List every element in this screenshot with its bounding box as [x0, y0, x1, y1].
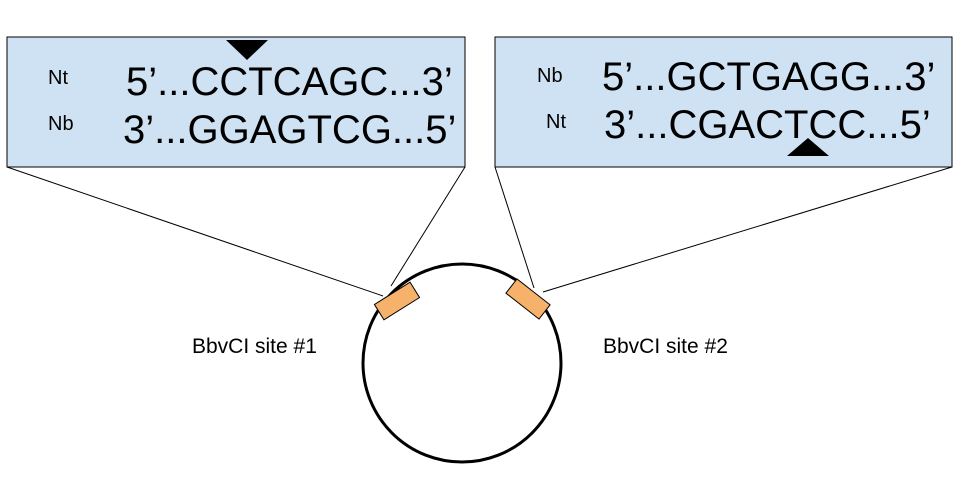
left-top-sequence: 5’...CCTCAGC...3’	[126, 60, 453, 104]
left-sequence-box: Nt 5’...CCTCAGC...3’ Nb 3’...GGAGTCG...5…	[6, 36, 466, 168]
plasmid-circle	[361, 262, 563, 464]
right-top-strand-label: Nb	[537, 65, 563, 87]
right-sequence-box: Nb 5’...GCTGAGG...3’ Nt 3’...CGACTCC...5…	[494, 36, 953, 168]
left-top-strand-label: Nt	[48, 67, 68, 89]
right-top-sequence: 5’...GCTGAGG...3’	[602, 55, 935, 99]
left-bottom-strand-label: Nb	[48, 113, 74, 135]
connector-line-right-outer	[542, 166, 953, 293]
bbvci-site-2-label: BbvCI site #2	[603, 335, 728, 358]
connector-line-right-inner	[494, 166, 535, 289]
left-bottom-sequence: 3’...GGAGTCG...5’	[123, 108, 456, 152]
nick-site-arrow-down	[226, 40, 268, 60]
bbvci-site-2-marker	[505, 278, 551, 320]
left-box-background	[6, 36, 466, 168]
right-bottom-sequence: 3’...CGACTCC...5’	[604, 103, 931, 147]
nick-site-arrow-up	[787, 138, 829, 156]
bbvci-site-1-label: BbvCI site #1	[192, 335, 317, 358]
right-bottom-strand-label: Nt	[546, 111, 566, 133]
right-box-background	[494, 36, 953, 168]
bbvci-site-1-marker	[373, 281, 421, 321]
connector-line-left-outer	[6, 166, 384, 297]
connector-line-left-inner	[390, 166, 466, 287]
